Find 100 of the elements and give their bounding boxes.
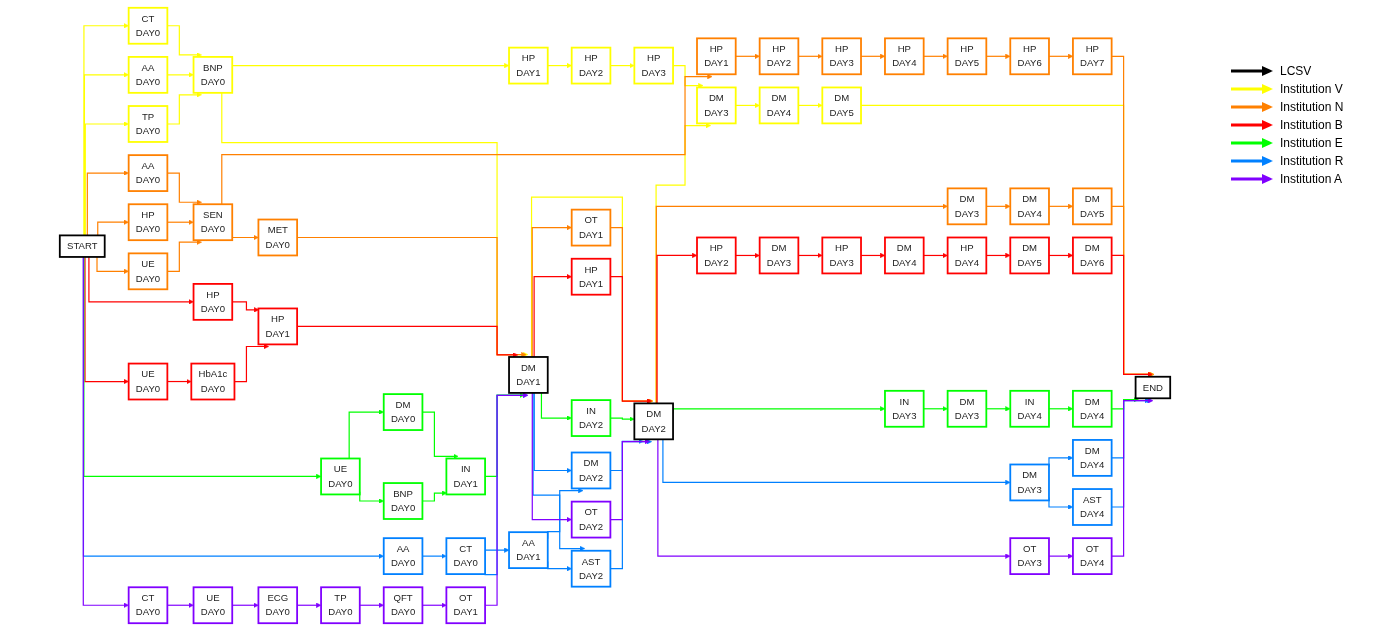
- arrow: [86, 170, 129, 236]
- arrow: [547, 62, 572, 69]
- arrow: [348, 409, 384, 460]
- node-box: UE DAY0: [192, 586, 234, 625]
- node-box: IN DAY2: [570, 399, 612, 437]
- node-box: CT DAY0: [127, 6, 169, 45]
- arrow: [655, 123, 712, 404]
- arrow: [96, 256, 129, 274]
- node-box: OT DAY1: [445, 586, 486, 625]
- node-box: HbA1c DAY0: [190, 362, 236, 401]
- arrow: [533, 274, 572, 358]
- node-box: END: [1134, 375, 1172, 400]
- arrow: [84, 121, 129, 236]
- node-box: HP DAY2: [758, 37, 800, 76]
- arrow: [88, 256, 194, 305]
- node-box: DM DAY4: [758, 86, 800, 125]
- node-box: AA DAY0: [382, 537, 424, 575]
- node-box: HP DAY2: [696, 236, 737, 275]
- node-box: IN DAY3: [884, 389, 925, 428]
- node-box: AST DAY2: [570, 549, 612, 588]
- node-box: HP DAY1: [696, 37, 737, 76]
- legend-label: Institution B: [1280, 118, 1343, 132]
- node-box: DM DAY2: [570, 451, 612, 490]
- arrow: [359, 602, 384, 608]
- node-box: DM DAY3: [696, 86, 737, 125]
- arrow: [531, 392, 572, 523]
- node-box: HP DAY0: [127, 203, 169, 242]
- node-box: AA DAY1: [508, 531, 549, 569]
- node-box: TP DAY0: [127, 105, 169, 143]
- node-box: DM DAY1: [508, 356, 549, 394]
- node-box: DM DAY4: [1072, 389, 1113, 428]
- arrow: [82, 256, 129, 608]
- node-box: DM DAY5: [821, 86, 862, 125]
- node-box: HP DAY4: [884, 37, 925, 76]
- node-box: UE DAY0: [320, 457, 361, 496]
- node-box: DM DAY3: [946, 389, 988, 428]
- node-box: AA DAY0: [127, 154, 169, 192]
- node-box: BNP DAY0: [382, 482, 424, 520]
- node-box: ECG DAY0: [257, 586, 298, 625]
- legend-label: LCSV: [1280, 64, 1312, 78]
- node-box: SEN DAY0: [192, 203, 234, 242]
- legend-label: Institution R: [1280, 154, 1344, 168]
- arrow: [533, 392, 572, 474]
- arrow: [923, 406, 948, 412]
- arrow: [735, 53, 760, 59]
- node-box: HP DAY3: [821, 236, 862, 275]
- node-box: OT DAY2: [570, 500, 612, 539]
- node-box: CT DAY0: [445, 537, 486, 575]
- arrow: [83, 23, 129, 236]
- legend-label: Institution E: [1280, 136, 1343, 150]
- node-box: HP DAY7: [1072, 37, 1113, 76]
- node-box: QFT DAY0: [382, 586, 424, 625]
- node-box: CT DAY0: [127, 586, 169, 625]
- node-box: HP DAY5: [946, 37, 988, 76]
- arrow: [1111, 397, 1139, 410]
- arrow: [657, 438, 1011, 559]
- node-box: DM DAY5: [1072, 187, 1113, 226]
- arrow: [923, 252, 948, 259]
- node-box: HP DAY0: [192, 283, 234, 321]
- node-box: IN DAY4: [1009, 389, 1050, 428]
- node-box: HP DAY3: [821, 37, 862, 76]
- node-box: IN DAY1: [445, 457, 486, 496]
- node-box: DM DAY2: [633, 402, 674, 441]
- node-box: UE DAY0: [127, 362, 169, 401]
- node-box: HP DAY1: [508, 46, 549, 85]
- node-box: HP DAY4: [946, 236, 988, 275]
- node-box: TP DAY0: [320, 586, 361, 625]
- arrow: [735, 102, 760, 109]
- node-box: MET DAY0: [257, 218, 298, 257]
- node-box: DM DAY3: [1009, 463, 1050, 502]
- arrow: [532, 392, 586, 552]
- node-box: START: [58, 234, 106, 258]
- node-box: DM DAY3: [758, 236, 800, 275]
- arrow: [540, 392, 572, 421]
- legend-label: Institution A: [1280, 172, 1343, 186]
- arrow: [83, 72, 129, 236]
- legend-label: Institution N: [1280, 100, 1344, 114]
- node-box: HP DAY6: [1009, 37, 1050, 76]
- node-box: DM DAY5: [1009, 236, 1050, 275]
- arrow: [735, 252, 760, 259]
- node-box: HP DAY1: [570, 257, 612, 296]
- arrow: [84, 256, 129, 385]
- node-box: UE DAY0: [127, 252, 169, 291]
- node-box: HP DAY2: [570, 46, 612, 85]
- node-box: AA DAY0: [127, 56, 169, 94]
- arrow: [923, 53, 948, 59]
- arrow: [221, 73, 713, 205]
- node-box: AST DAY4: [1072, 488, 1113, 526]
- node-box: DM DAY6: [1072, 236, 1113, 275]
- arrow: [1111, 254, 1153, 378]
- node-box: OT DAY4: [1072, 537, 1113, 575]
- node-box: DM DAY4: [1072, 439, 1113, 477]
- node-box: HP DAY3: [633, 46, 674, 85]
- legend-label: Institution V: [1280, 82, 1343, 96]
- node-box: DM DAY4: [884, 236, 925, 275]
- node-box: DM DAY3: [946, 187, 988, 226]
- arrow: [531, 224, 572, 358]
- node-box: HP DAY1: [257, 307, 298, 346]
- node-box: DM DAY4: [1009, 187, 1050, 226]
- node-box: OT DAY1: [570, 208, 612, 247]
